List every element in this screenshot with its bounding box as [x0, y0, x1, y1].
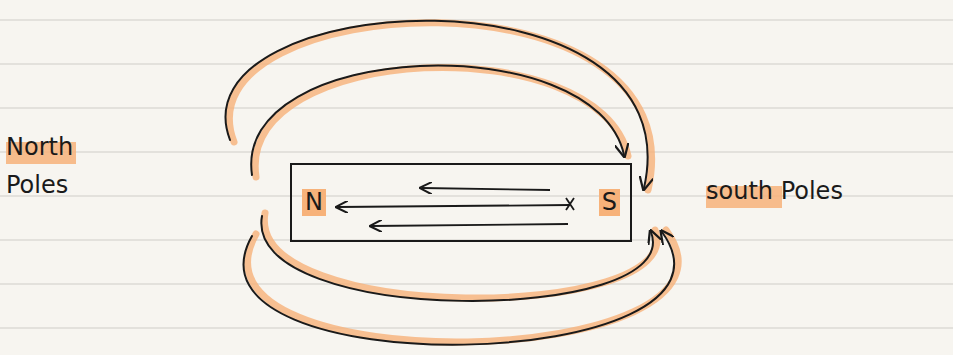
pole-letter: N: [302, 189, 326, 215]
pole-letter: S: [599, 189, 620, 215]
bar-magnet: NS: [290, 163, 632, 242]
pole-label: south Poles: [706, 172, 946, 210]
pole-label: North Poles: [6, 128, 118, 205]
